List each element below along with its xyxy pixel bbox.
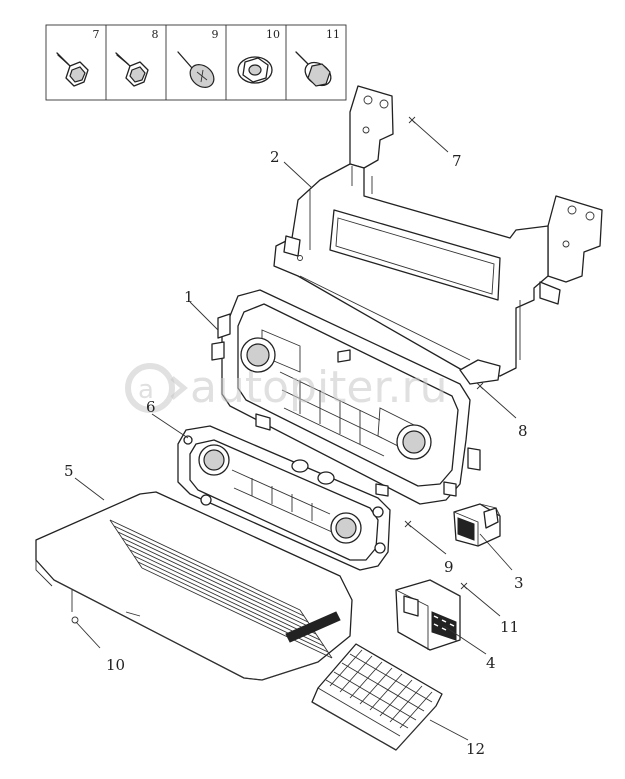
- vent-grille: [109, 519, 333, 659]
- callout-3: 3: [514, 574, 524, 592]
- svg-text:a: a: [138, 375, 154, 405]
- callout-12: 12: [466, 740, 485, 758]
- mounting-bracket: [273, 85, 603, 385]
- lower-housing: [35, 491, 353, 681]
- callout-5: 5: [64, 462, 74, 480]
- hardware-number-9: 9: [212, 28, 219, 41]
- flange-nut-icon: [237, 56, 273, 84]
- actuator-module: [395, 579, 461, 651]
- leader-lines: [71, 116, 517, 741]
- callout-6: 6: [146, 398, 156, 416]
- bolt-with-washer-icon: [295, 51, 332, 87]
- flange-bolt-icon: [56, 52, 89, 87]
- cabin-filter: [311, 643, 443, 751]
- filter-pleats: [325, 649, 433, 729]
- callout-11: 11: [500, 618, 519, 636]
- callout-1: 1: [184, 288, 194, 306]
- callout-2: 2: [270, 148, 280, 166]
- callout-10: 10: [106, 656, 125, 674]
- flange-bolt-icon: [115, 52, 149, 87]
- hardware-number-10: 10: [266, 28, 280, 41]
- callout-labels: 1 2 3 4 5 6 7 8 9 10 11 12: [64, 148, 528, 758]
- hardware-number-11: 11: [326, 28, 340, 41]
- self-tapping-screw-icon: [177, 51, 215, 88]
- hardware-number-7: 7: [93, 28, 100, 41]
- watermark: a autopiter.ru: [125, 362, 448, 413]
- callout-8: 8: [518, 422, 528, 440]
- hardware-panel-frame: [45, 24, 347, 101]
- connector-module: [453, 503, 501, 547]
- hardware-number-8: 8: [152, 28, 159, 41]
- climate-control-panel: [177, 425, 391, 571]
- watermark-text: autopiter.ru: [190, 362, 448, 413]
- hardware-panel: 7 8 9 10 11: [45, 24, 347, 101]
- callout-9: 9: [444, 558, 454, 576]
- callout-7: 7: [452, 152, 462, 170]
- callout-4: 4: [486, 654, 496, 672]
- trim-bezel: [211, 289, 481, 505]
